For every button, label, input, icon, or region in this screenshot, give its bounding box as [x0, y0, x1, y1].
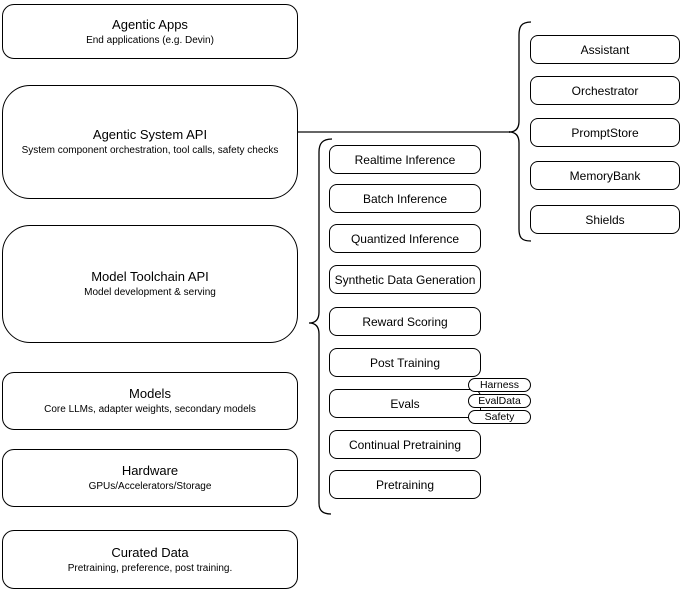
- stack-box-curated-data: Curated Data Pretraining, preference, po…: [2, 530, 298, 589]
- node-shields: Shields: [530, 205, 680, 234]
- pill-safety: Safety: [468, 410, 531, 424]
- node-label: Evals: [390, 396, 420, 411]
- node-synthetic-data-generation: Synthetic Data Generation: [329, 265, 481, 294]
- box-title: Agentic System API: [92, 127, 208, 142]
- node-assistant: Assistant: [530, 35, 680, 64]
- node-label: Orchestrator: [571, 83, 639, 98]
- node-memorybank: MemoryBank: [530, 161, 680, 190]
- node-evals: Evals: [329, 389, 481, 418]
- node-orchestrator: Orchestrator: [530, 76, 680, 105]
- box-subtitle: End applications (e.g. Devin): [86, 34, 214, 46]
- node-label: Batch Inference: [362, 191, 448, 206]
- pill-evaldata: EvalData: [468, 394, 531, 408]
- node-batch-inference: Batch Inference: [329, 184, 481, 213]
- node-pretraining: Pretraining: [329, 470, 481, 499]
- node-label: Reward Scoring: [362, 314, 448, 329]
- box-title: Models: [129, 386, 171, 401]
- node-continual-pretraining: Continual Pretraining: [329, 430, 481, 459]
- stack-box-hardware: Hardware GPUs/Accelerators/Storage: [2, 449, 298, 507]
- box-title: Hardware: [121, 463, 179, 478]
- node-label: Assistant: [580, 42, 630, 57]
- node-post-training: Post Training: [329, 348, 481, 377]
- box-title: Agentic Apps: [112, 16, 188, 32]
- node-label: Synthetic Data Generation: [334, 272, 476, 287]
- box-subtitle: Pretraining, preference, post training.: [67, 562, 233, 574]
- node-label: Pretraining: [375, 477, 435, 492]
- box-subtitle: GPUs/Accelerators/Storage: [88, 481, 212, 492]
- node-label: MemoryBank: [569, 168, 641, 183]
- stack-box-agentic-system-api: Agentic System API System component orch…: [2, 85, 298, 199]
- box-title: Curated Data: [111, 544, 189, 560]
- box-subtitle: Core LLMs, adapter weights, secondary mo…: [44, 404, 256, 415]
- node-label: Quantized Inference: [350, 231, 460, 246]
- node-label: PromptStore: [571, 125, 639, 140]
- node-reward-scoring: Reward Scoring: [329, 307, 481, 336]
- pill-label: EvalData: [478, 394, 521, 407]
- box-title: Model Toolchain API: [91, 269, 209, 284]
- node-quantized-inference: Quantized Inference: [329, 224, 481, 253]
- box-subtitle: Model development & serving: [84, 287, 216, 298]
- stack-box-agentic-apps: Agentic Apps End applications (e.g. Devi…: [2, 4, 298, 59]
- stack-box-models: Models Core LLMs, adapter weights, secon…: [2, 372, 298, 430]
- node-promptstore: PromptStore: [530, 118, 680, 147]
- box-subtitle: System component orchestration, tool cal…: [21, 145, 279, 156]
- agentic-components-brace: [508, 21, 532, 242]
- pill-label: Harness: [479, 378, 520, 391]
- node-label: Post Training: [369, 355, 441, 370]
- node-label: Shields: [585, 212, 625, 227]
- node-label: Realtime Inference: [354, 152, 456, 167]
- node-label: Continual Pretraining: [348, 437, 462, 452]
- stack-box-model-toolchain-api: Model Toolchain API Model development & …: [2, 225, 298, 343]
- pill-harness: Harness: [468, 378, 531, 392]
- node-realtime-inference: Realtime Inference: [329, 145, 481, 174]
- pill-label: Safety: [484, 410, 515, 423]
